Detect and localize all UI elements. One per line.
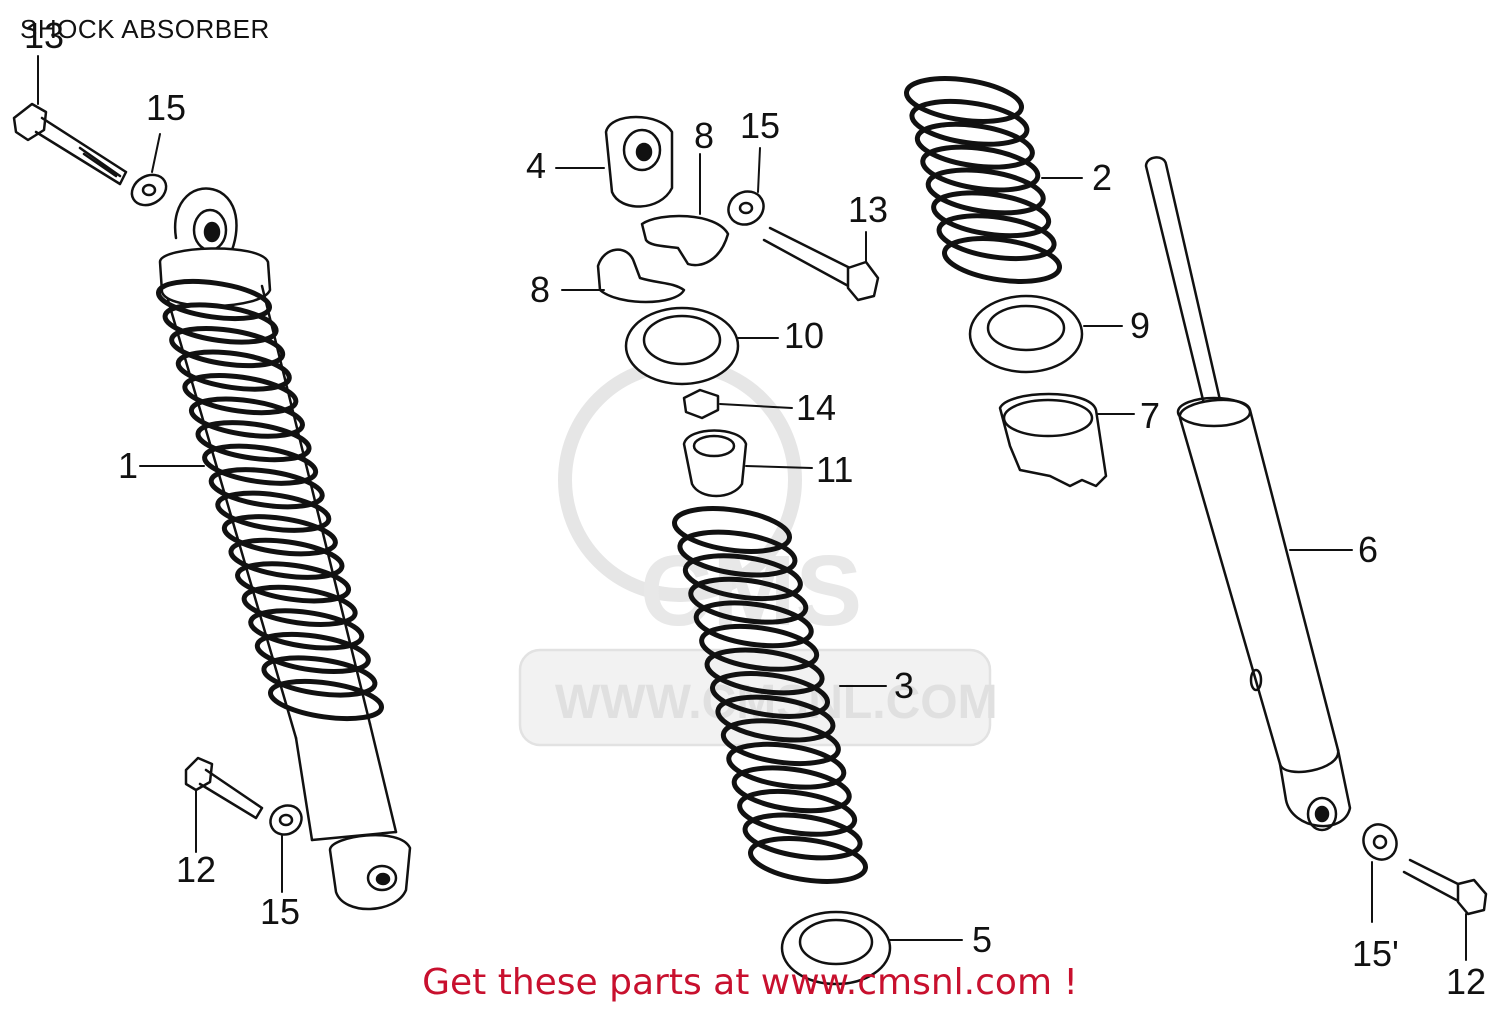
part-8-collet-upper — [640, 214, 730, 267]
callout-8-upper: 8 — [694, 115, 714, 156]
part-7-preload-adjuster — [998, 392, 1108, 488]
spring-coil — [737, 788, 858, 837]
spring-coil — [202, 443, 319, 486]
spring-coil — [195, 420, 312, 463]
callout-11: 11 — [816, 449, 853, 490]
spring-coil — [909, 98, 1030, 147]
spring-coil — [682, 553, 803, 602]
callout-15-right: 15' — [1352, 933, 1399, 974]
spring-coil — [936, 213, 1057, 262]
spring-coil — [693, 600, 814, 649]
spring-coil — [215, 490, 332, 533]
callout-6: 6 — [1358, 529, 1378, 570]
callout-7: 7 — [1140, 395, 1160, 436]
part-5-lower-seat — [780, 910, 892, 986]
part-2-spring — [903, 76, 1063, 284]
spring-coil — [677, 529, 798, 578]
footer-promo-link[interactable]: Get these parts at www.cmsnl.com ! — [422, 962, 1078, 1003]
part-15-washer-top — [130, 173, 168, 207]
spring-coil — [720, 718, 841, 767]
spring-coil — [704, 647, 825, 696]
callout-12-right: 12 — [1446, 961, 1486, 1002]
spring-coil — [221, 514, 338, 557]
callout-13-mid: 13 — [848, 189, 888, 230]
part-11-bump-stop — [682, 429, 748, 498]
part-1-shock-absorber — [158, 187, 412, 911]
diagram-title: SHOCK ABSORBER — [20, 14, 270, 44]
callout-labels: 13 15 1 12 15 4 8 15 13 8 10 14 11 3 5 2… — [24, 15, 1486, 1002]
part-12-bolt-right — [1402, 858, 1488, 916]
spring-coil — [241, 584, 358, 627]
spring-coil — [254, 631, 371, 674]
callout-13-top: 13 — [24, 15, 64, 56]
spring-coil — [267, 678, 385, 722]
callout-10: 10 — [784, 315, 824, 356]
callout-12-left: 12 — [176, 849, 216, 890]
spring-coil — [925, 167, 1046, 216]
part-13-bolt-mid — [762, 226, 880, 302]
part-8-collet-lower — [596, 248, 686, 304]
callout-2: 2 — [1092, 157, 1112, 198]
cms-watermark-logo: CMS WWW.CMSNL.COM — [518, 358, 998, 747]
part-3-spring — [671, 506, 869, 884]
spring-coil — [709, 671, 831, 719]
callout-14: 14 — [796, 387, 836, 428]
spring-coil — [931, 190, 1052, 239]
part-15-washer-mid — [727, 190, 765, 226]
part-6-damper — [1144, 156, 1352, 832]
spring-coil — [235, 561, 352, 604]
spring-coil — [228, 537, 345, 580]
spring-coil — [155, 278, 273, 322]
spring-coil — [175, 349, 292, 392]
callout-4: 4 — [526, 145, 546, 186]
part-14-nut — [682, 388, 720, 420]
spring-coil — [688, 576, 809, 625]
spring-coil — [188, 396, 305, 439]
spring-coil — [914, 121, 1035, 170]
spring-coil — [169, 326, 286, 369]
spring-coil — [248, 608, 365, 651]
spring-coil — [261, 655, 378, 698]
part-10-spring-seat — [624, 306, 740, 386]
callout-15-mid: 15 — [740, 105, 780, 146]
spring-coil — [941, 236, 1063, 284]
spring-coil — [182, 373, 299, 416]
part-15-washer-left — [269, 804, 303, 836]
callout-15-left: 15 — [260, 891, 300, 932]
callout-15-top: 15 — [146, 87, 186, 128]
spring-coil — [920, 144, 1041, 193]
part-13-bolt-left — [12, 102, 128, 186]
callout-9: 9 — [1130, 305, 1150, 346]
callout-1: 1 — [118, 445, 138, 486]
spring-coil — [162, 302, 279, 345]
callout-3: 3 — [894, 665, 914, 706]
spring-coil — [715, 694, 836, 743]
part-15-washer-right — [1362, 823, 1398, 861]
spring-coil — [742, 812, 863, 861]
spring-coil — [747, 836, 869, 884]
spring-coil — [699, 623, 820, 672]
leader-lines — [37, 55, 1467, 961]
callout-5: 5 — [972, 919, 992, 960]
part-1-spring-coils — [155, 278, 385, 722]
part-9-spring-seat — [968, 294, 1084, 374]
spring-coil — [726, 741, 847, 790]
callout-8-lower: 8 — [530, 269, 550, 310]
part-12-bolt-left — [184, 756, 264, 820]
spring-coil — [208, 467, 325, 510]
part-4-upper-mount — [604, 115, 674, 208]
spring-coil — [903, 76, 1025, 124]
spring-coil — [671, 506, 793, 554]
spring-coil — [731, 765, 852, 814]
